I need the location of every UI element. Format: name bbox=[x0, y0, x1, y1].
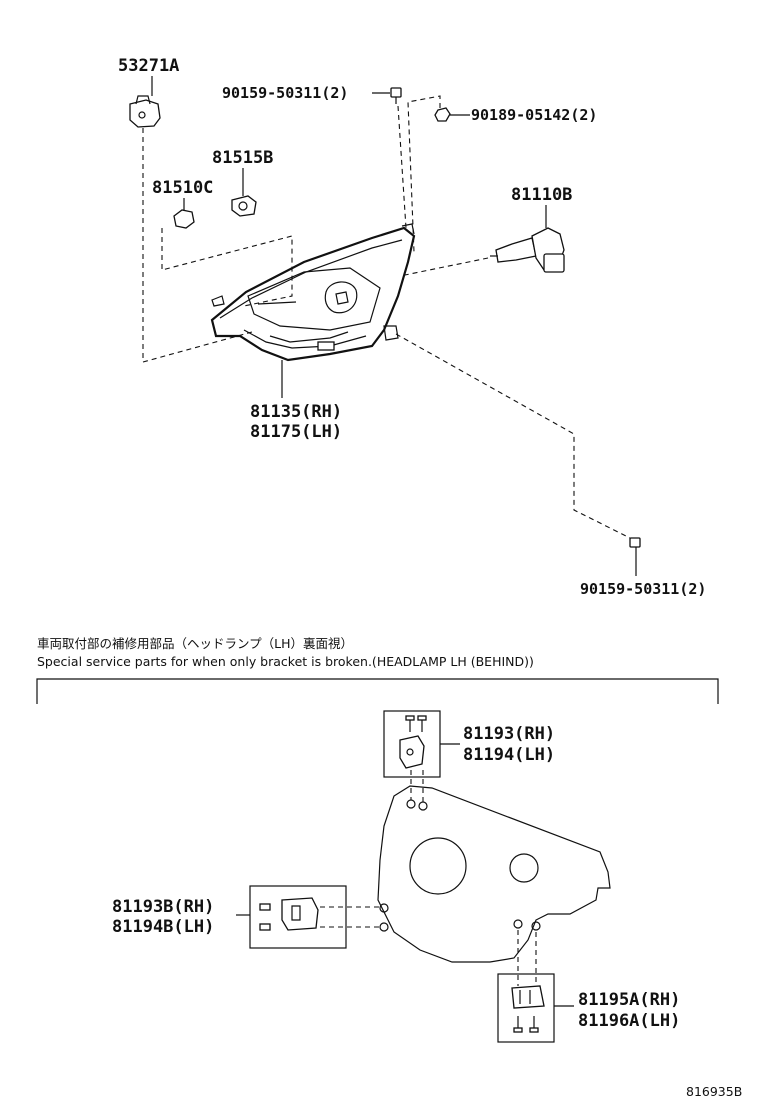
screw-90159-top bbox=[390, 87, 402, 104]
bracket-81193B bbox=[259, 897, 319, 931]
clip-53271A bbox=[129, 95, 161, 128]
section-bracket-line bbox=[36, 678, 719, 704]
headlamp-housing-back bbox=[377, 785, 611, 963]
bulb-81110B bbox=[490, 227, 565, 273]
note-english: Special service parts for when only brac… bbox=[37, 654, 534, 669]
label-81196A: 81196A(LH) bbox=[578, 1011, 680, 1031]
screw-90159-bottom bbox=[629, 537, 641, 576]
label-53271A: 53271A bbox=[118, 56, 179, 76]
label-81193B: 81193B(RH) bbox=[112, 897, 214, 917]
label-90159-bottom: 90159-50311(2) bbox=[580, 580, 706, 598]
label-81175: 81175(LH) bbox=[250, 422, 342, 442]
bulb-81510C bbox=[173, 209, 195, 229]
label-81194B: 81194B(LH) bbox=[112, 917, 214, 937]
label-81110B: 81110B bbox=[511, 185, 572, 205]
label-81195A: 81195A(RH) bbox=[578, 990, 680, 1010]
label-81510C: 81510C bbox=[152, 178, 213, 198]
socket-81515B bbox=[231, 195, 257, 217]
bracket-81195A bbox=[511, 985, 545, 1033]
label-81135: 81135(RH) bbox=[250, 402, 342, 422]
label-81515B: 81515B bbox=[212, 148, 273, 168]
note-japanese: 車両取付部の補修用部品（ヘッドランプ（LH）裏面視） bbox=[37, 636, 353, 651]
bracket-81193 bbox=[399, 715, 427, 769]
label-90189: 90189-05142(2) bbox=[471, 106, 597, 124]
box-81193B bbox=[249, 885, 347, 949]
box-81195A bbox=[497, 973, 555, 1043]
label-81193: 81193(RH) bbox=[463, 724, 555, 744]
figure-id: 816935B bbox=[686, 1084, 742, 1099]
label-81194: 81194(LH) bbox=[463, 745, 555, 765]
headlamp-assembly bbox=[210, 223, 416, 362]
label-90159-top: 90159-50311(2) bbox=[222, 84, 348, 102]
nut-90189 bbox=[434, 107, 451, 122]
